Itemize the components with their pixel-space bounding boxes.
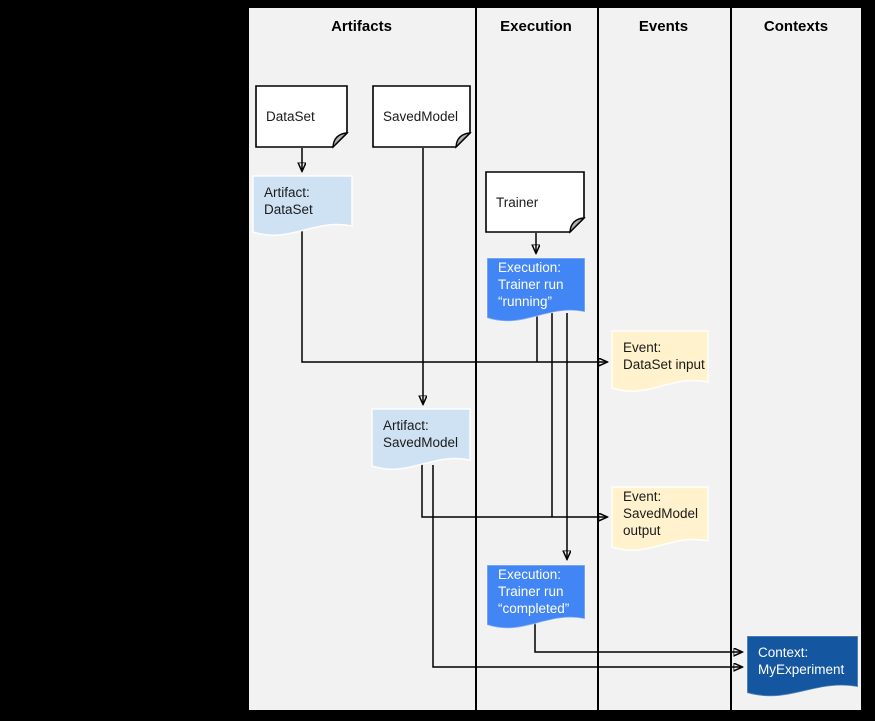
wave-shape	[252, 175, 353, 236]
edge-artifact-dataset-to-event	[301, 230, 607, 362]
dataset-doc-label: DataSet	[266, 109, 315, 124]
savedmodel-doc-node: SavedModel	[372, 85, 472, 149]
edge-execution-completed-to-context	[534, 622, 742, 652]
event-savedmodel-output-node: Event: SavedModel output	[611, 486, 709, 551]
artifact-savedmodel-label: Artifact: SavedModel	[383, 418, 459, 450]
execution-completed-label: Execution: Trainer run “completed”	[498, 567, 570, 616]
wave-shape	[371, 408, 471, 470]
wave-shape	[746, 635, 859, 697]
wave-shape	[486, 564, 586, 629]
wave-shape	[611, 330, 709, 392]
artifact-savedmodel-node: Artifact: SavedModel	[371, 408, 471, 470]
context-myexperiment-node: Context: MyExperiment	[746, 635, 859, 697]
column-divider-execution-events	[597, 7, 599, 711]
document-shape-icon	[485, 171, 586, 234]
context-myexperiment-label: Context: MyExperiment	[758, 645, 845, 677]
wave-shape	[486, 257, 586, 322]
dataset-doc-node: DataSet	[255, 85, 349, 149]
execution-running-label: Execution: Trainer run “running”	[498, 260, 564, 309]
savedmodel-doc-label: SavedModel	[383, 109, 459, 124]
event-dataset-input-label: Event: DataSet input	[623, 340, 705, 372]
execution-running-node: Execution: Trainer run “running”	[486, 257, 586, 322]
edge-artifact-savedmodel-to-event	[421, 464, 607, 517]
execution-completed-node: Execution: Trainer run “completed”	[486, 564, 586, 629]
column-divider-events-contexts	[730, 7, 732, 711]
event-dataset-input-node: Event: DataSet input	[611, 330, 709, 392]
document-shape-icon	[372, 85, 472, 149]
column-divider-artifacts-execution	[475, 7, 477, 711]
column-header-contexts: Contexts	[763, 18, 829, 35]
artifact-dataset-label: Artifact: DataSet	[264, 184, 313, 217]
trainer-doc-node: Trainer	[485, 171, 586, 234]
document-shape-icon	[255, 85, 349, 149]
edge-artifact-savedmodel-to-context	[432, 465, 742, 667]
trainer-doc-label: Trainer	[496, 194, 539, 210]
artifact-dataset-node: Artifact: DataSet	[252, 175, 353, 236]
column-header-events: Events	[638, 18, 689, 35]
column-header-execution: Execution	[500, 18, 572, 35]
wave-shape	[611, 486, 709, 551]
event-savedmodel-output-label: Event: SavedModel output	[623, 489, 699, 538]
column-header-artifacts: Artifacts	[331, 18, 392, 35]
column-headers: Artifacts Execution Events Contexts	[248, 15, 862, 39]
